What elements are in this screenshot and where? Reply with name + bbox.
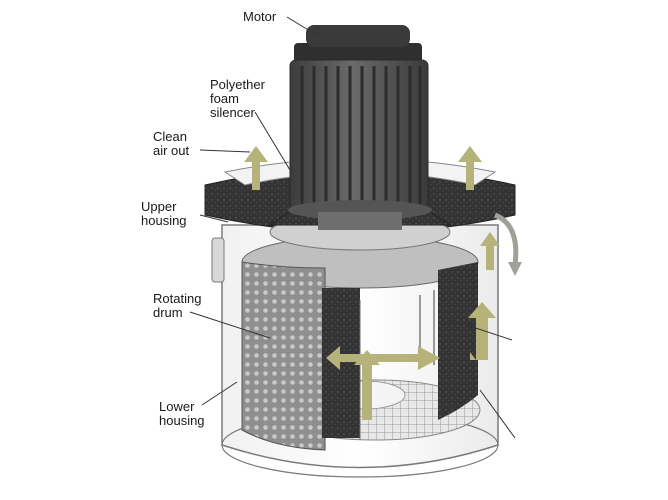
- label-rotating-drum-1: Rotating: [153, 291, 201, 306]
- leader-line: [254, 111, 291, 171]
- label-clean-air-1: Clean: [153, 129, 187, 144]
- label-clean-air-2: air out: [153, 143, 190, 158]
- leader-line: [201, 381, 238, 406]
- motor: [288, 25, 432, 230]
- arrow-icon: [480, 232, 500, 270]
- arrow-icon: [468, 302, 496, 360]
- airflow-arrows: [244, 146, 522, 420]
- label-lower-housing-2: housing: [159, 413, 205, 428]
- arrow-icon: [338, 346, 440, 370]
- leader-line: [479, 389, 516, 439]
- label-upper-housing-2: housing: [141, 213, 187, 228]
- labels: Motor Polyether foam silencer Clean air …: [141, 9, 277, 428]
- rotating-drum: [241, 235, 479, 451]
- label-lower-housing-1: Lower: [159, 399, 195, 414]
- label-motor: Motor: [243, 9, 277, 24]
- leader-line: [199, 149, 251, 153]
- label-silencer-1: Polyether: [210, 77, 266, 92]
- label-silencer-3: silencer: [210, 105, 255, 120]
- leader-line: [444, 317, 513, 341]
- label-upper-housing-1: Upper: [141, 199, 177, 214]
- leader-line: [189, 311, 271, 339]
- arrow-icon: [458, 146, 482, 190]
- leader-line: [199, 214, 229, 223]
- arrow-icon: [244, 146, 268, 190]
- arrow-icon: [326, 346, 354, 370]
- arrow-icon: [354, 350, 380, 420]
- label-rotating-drum-2: drum: [153, 305, 183, 320]
- leader-lines: [189, 16, 516, 439]
- label-silencer-2: foam: [210, 91, 239, 106]
- leader-line: [286, 16, 319, 37]
